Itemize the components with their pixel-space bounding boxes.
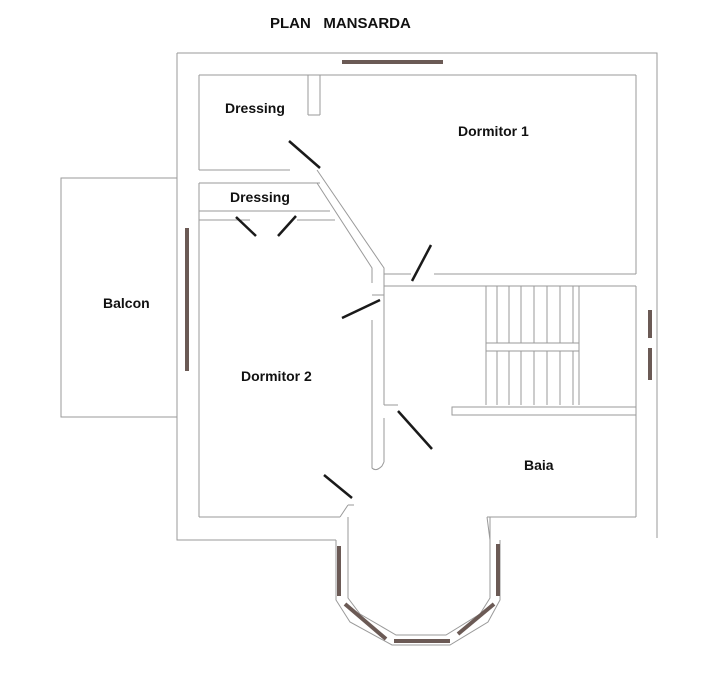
door-dormitor-1 <box>410 244 433 282</box>
staircase <box>451 286 637 517</box>
door-dormitor-2-lower <box>323 474 353 499</box>
window-bay-left-diag <box>343 602 388 641</box>
room-label-dressing-top: Dressing <box>225 100 285 116</box>
room-label-dressing-middle: Dressing <box>230 189 290 205</box>
central-partition <box>371 283 398 471</box>
window-bay-right-diag <box>456 602 496 636</box>
door-dressing-middle-right <box>277 215 297 237</box>
plan-title: PLAN MANSARDA <box>270 15 411 32</box>
room-label-baia: Baia <box>524 457 554 473</box>
dressing-middle-walls <box>198 182 335 517</box>
door-baia <box>397 410 433 450</box>
doors <box>235 140 433 499</box>
balcony-area <box>60 177 178 418</box>
room-label-dormitor-2: Dormitor 2 <box>241 368 312 384</box>
windows <box>185 60 652 643</box>
bay-window <box>335 516 501 646</box>
door-dressing-middle-left <box>235 216 257 237</box>
corridor-walls <box>316 169 636 296</box>
exterior-walls <box>176 52 658 541</box>
room-label-balcon: Balcon <box>103 295 150 311</box>
room-label-dormitor-1: Dormitor 1 <box>458 123 529 139</box>
door-dormitor-2-upper <box>341 298 381 320</box>
door-dressing-top <box>288 140 321 169</box>
lower-walls <box>199 504 636 518</box>
dressing-top-walls <box>199 75 321 171</box>
